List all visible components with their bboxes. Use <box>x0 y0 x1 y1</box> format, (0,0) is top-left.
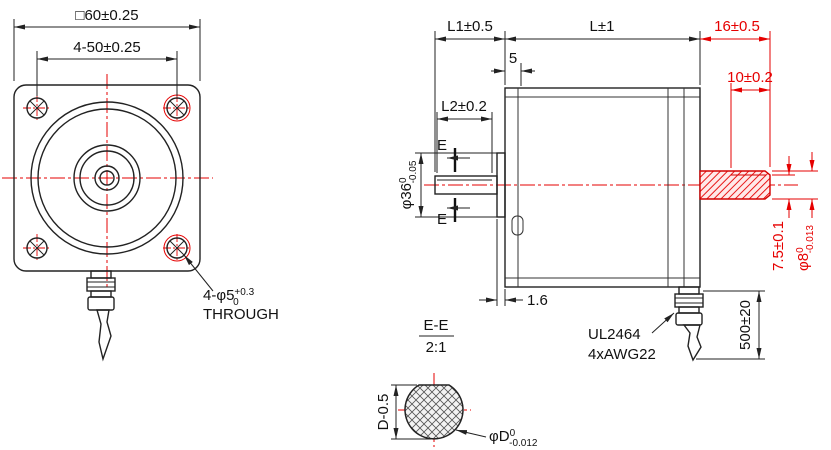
body-circle-outer <box>30 101 184 255</box>
front-shaft <box>434 175 498 195</box>
dim-phi8-label: φ80-0.013 <box>795 225 816 271</box>
dim-16-label: 16±0.5 <box>714 18 760 35</box>
section-title: E-E <box>423 317 448 334</box>
mount-hole-bl <box>23 234 51 262</box>
dim-across-flat: D-0.5 <box>375 384 431 440</box>
shaft-section <box>404 384 464 440</box>
front-cable-tail <box>96 309 112 362</box>
dim-square-60: □60±0.25 <box>13 7 201 81</box>
dim-section-diameter: φD0-0.012 <box>455 428 538 449</box>
motor-body <box>504 87 701 288</box>
mount-hole-tr <box>163 94 191 122</box>
hole-callout-note: THROUGH <box>203 306 279 323</box>
dim-cable-length: 500±20 <box>696 290 765 360</box>
dim-l-label: L±1 <box>590 18 615 35</box>
body-slot <box>511 215 524 236</box>
side-cable-tail <box>682 324 702 362</box>
pilot-boss-outer <box>73 144 141 212</box>
dim-flange-5: 5 <box>491 50 535 86</box>
dim-5-label: 5 <box>509 50 517 67</box>
section-letter-bottom: E <box>437 211 447 228</box>
dim-7-5-label: 7.5±0.1 <box>770 221 787 271</box>
dim-phi36-label: φ360-0.05 <box>398 160 419 209</box>
pilot-boss-inner <box>79 150 135 206</box>
dim-boss-thickness: 1.6 <box>479 219 548 309</box>
dim-l2-label: L2±0.2 <box>441 98 487 115</box>
dim-l1-label: L1±0.5 <box>447 18 493 35</box>
dim-hole-spacing: 4-50±0.25 <box>36 39 178 96</box>
mount-hole-br <box>163 234 191 262</box>
cable-spec-line2: 4xAWG22 <box>588 346 656 363</box>
dim-hole-spacing-label: 4-50±0.25 <box>73 39 140 56</box>
body-circle-inner <box>37 108 177 248</box>
dim-rear-usable-10: 10±0.2 <box>727 69 773 168</box>
dim-d-flat-label: D-0.5 <box>375 394 392 431</box>
dim-rear-shaft-16: 16±0.5 <box>700 18 771 167</box>
section-scale: 2:1 <box>426 339 447 356</box>
dim-body-length-l: L±1 <box>505 18 701 85</box>
shaft-circle <box>94 165 120 191</box>
dim-square-60-label: □60±0.25 <box>75 7 138 24</box>
shaft-bore <box>99 170 115 186</box>
dim-flat-length-l2: L2±0.2 <box>436 98 493 173</box>
dim-1-6-label: 1.6 <box>527 292 548 309</box>
section-letter-top: E <box>437 137 447 154</box>
front-cable-connector <box>86 270 116 362</box>
section-cut-marks: E E <box>437 137 470 228</box>
dim-pilot-diameter: φ360-0.05 <box>398 152 497 218</box>
rear-shaft <box>699 170 771 200</box>
dim-phid-label: φD0-0.012 <box>489 428 538 449</box>
mount-hole-tl <box>23 94 51 122</box>
dim-500-label: 500±20 <box>737 300 754 350</box>
section-view: E-E 2:1 D-0.5 φD0-0.012 <box>375 317 538 449</box>
cable-spec: UL2464 4xAWG22 <box>588 312 675 363</box>
dim-rear-shaft-section: 7.5±0.1 φ80-0.013 <box>770 152 818 271</box>
cable-spec-line1: UL2464 <box>588 326 641 343</box>
dim-10-label: 10±0.2 <box>727 69 773 86</box>
side-cable-connector <box>674 286 704 362</box>
dim-shaft-length-l1: L1±0.5 <box>434 18 506 172</box>
side-view: L1±0.5 L±1 16±0.5 5 10±0.2 L2±0.2 <box>398 18 818 363</box>
mounting-holes <box>23 94 191 262</box>
